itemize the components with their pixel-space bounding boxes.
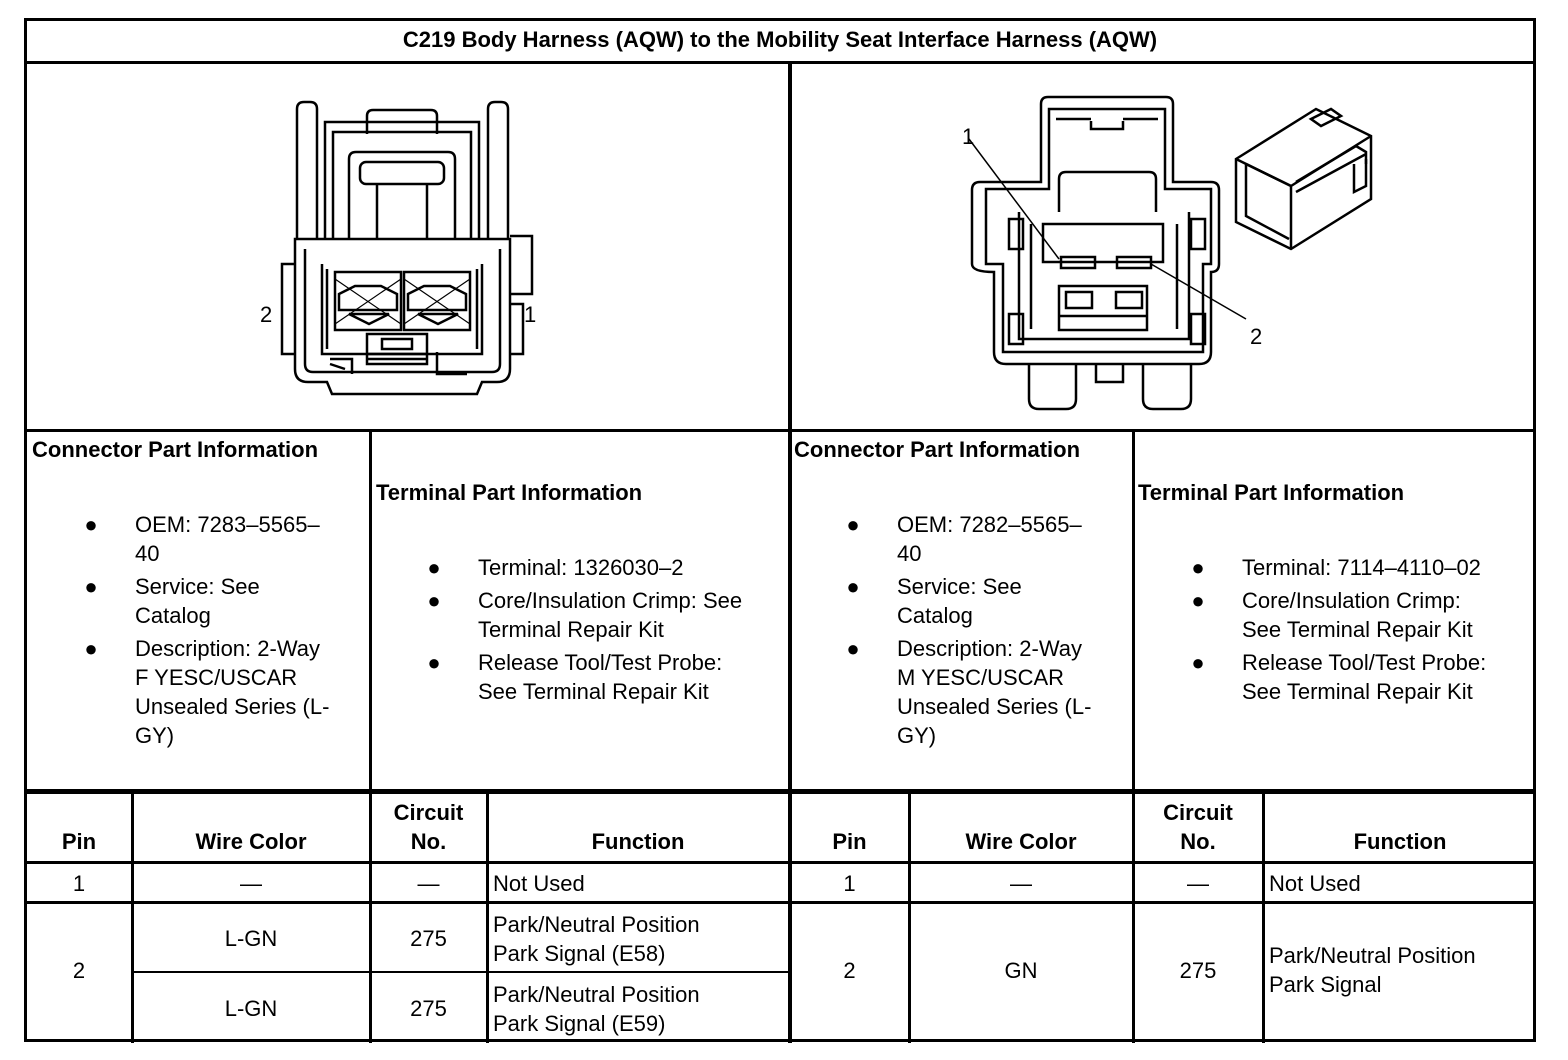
table-cell-circuit: 275: [1179, 958, 1217, 983]
bullet-icon: ●: [846, 636, 860, 661]
bullet-icon: ●: [84, 574, 98, 599]
divider: [908, 793, 911, 1043]
connector-info-heading: Connector Part Information: [794, 437, 1081, 462]
divider: [131, 971, 788, 973]
male-connector-drawing: 1 2: [791, 64, 1536, 428]
divider: [27, 429, 1533, 432]
connector-info-heading: Connector Part Information: [32, 437, 319, 462]
bullet-icon: ●: [84, 636, 98, 661]
table-cell-circuit: —: [1187, 871, 1209, 896]
divider: [27, 61, 1533, 64]
pin-label: 2: [260, 302, 272, 327]
table-cell-circuit: 275: [410, 926, 447, 951]
bullet-icon: ●: [1191, 650, 1205, 675]
bullet-icon: ●: [846, 512, 860, 537]
pin-label: 1: [962, 124, 974, 149]
divider: [486, 793, 489, 1043]
table-cell-wire-color: —: [240, 871, 262, 896]
terminal-info-heading: Terminal Part Information: [376, 480, 643, 505]
table-cell-function: Not Used: [493, 871, 585, 896]
table-cell-wire-color: L-GN: [224, 996, 278, 1021]
divider: [27, 901, 788, 904]
table-cell-pin: 2: [843, 958, 856, 983]
list-item: ●OEM: 7283–5565–40: [79, 510, 369, 568]
list-item: ●Terminal: 1326030–2: [422, 553, 792, 582]
divider: [1262, 793, 1265, 1043]
table-cell-pin: 1: [843, 871, 856, 896]
bullet-icon: ●: [1191, 555, 1205, 580]
list-item: ●Release Tool/Test Probe:See Terminal Re…: [1186, 648, 1536, 706]
column-header-wire-color: Wire Color: [965, 829, 1077, 854]
column-header-pin: Pin: [832, 829, 867, 854]
list-item: ●OEM: 7282–5565–40: [841, 510, 1131, 568]
divider: [791, 861, 1533, 864]
divider: [791, 901, 1533, 904]
terminal-info-list: ●Terminal: 1326030–2 ●Core/Insulation Cr…: [422, 553, 792, 710]
divider: [27, 789, 1533, 792]
column-header-function: Function: [591, 829, 685, 854]
bullet-icon: ●: [1191, 588, 1205, 613]
bullet-icon: ●: [427, 588, 441, 613]
table-cell-wire-color: GN: [1004, 958, 1038, 983]
divider: [369, 431, 372, 791]
bullet-icon: ●: [427, 555, 441, 580]
connector-sheet: C219 Body Harness (AQW) to the Mobility …: [24, 18, 1536, 1043]
female-connector-face-view: 2 1: [260, 100, 536, 396]
divider: [27, 861, 788, 864]
pin-label: 2: [1250, 324, 1262, 349]
male-connector-face-view: 1 2: [962, 95, 1373, 411]
table-cell-circuit: 275: [410, 996, 447, 1021]
divider: [27, 791, 1533, 794]
divider: [789, 63, 792, 1043]
table-cell-wire-color: —: [1010, 871, 1032, 896]
divider: [1132, 793, 1135, 1043]
table-cell-function: Not Used: [1269, 871, 1361, 896]
bullet-icon: ●: [84, 512, 98, 537]
table-cell-wire-color: L-GN: [224, 926, 278, 951]
list-item: ●Release Tool/Test Probe:See Terminal Re…: [422, 648, 792, 706]
divider: [131, 793, 134, 1043]
female-connector-drawing: 2 1: [27, 64, 787, 428]
table-cell-pin: 2: [72, 958, 86, 983]
terminal-info-heading: Terminal Part Information: [1138, 480, 1405, 505]
list-item: ●Terminal: 7114–4110–02: [1186, 553, 1536, 582]
bullet-icon: ●: [846, 574, 860, 599]
table-cell-pin: 1: [72, 871, 86, 896]
divider: [369, 793, 372, 1043]
column-header-function: Function: [1353, 829, 1447, 854]
bullet-icon: ●: [427, 650, 441, 675]
terminal-info-list: ●Terminal: 7114–4110–02 ●Core/Insulation…: [1186, 553, 1536, 710]
pin-label: 1: [524, 302, 536, 327]
table-cell-circuit: —: [417, 871, 440, 896]
sheet-title: C219 Body Harness (AQW) to the Mobility …: [402, 27, 1158, 52]
list-item: ●Core/Insulation Crimp:See Terminal Repa…: [1186, 586, 1536, 644]
column-header-wire-color: Wire Color: [195, 829, 307, 854]
divider: [1132, 431, 1135, 791]
column-header-pin: Pin: [61, 829, 97, 854]
